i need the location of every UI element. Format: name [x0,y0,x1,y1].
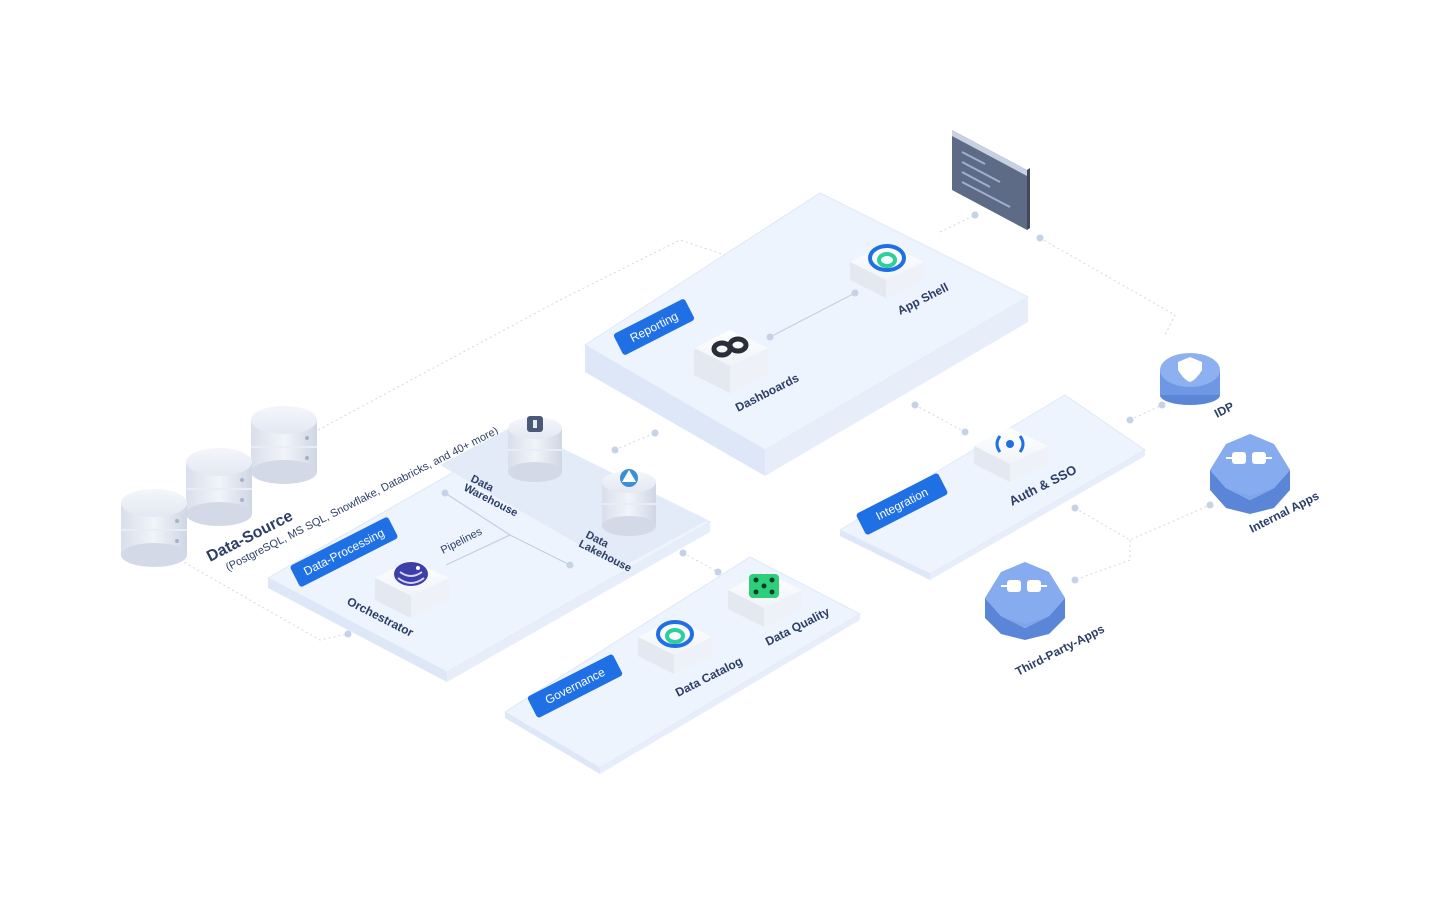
integration-platform [838,394,1146,580]
idp-label: IDP [1212,399,1236,421]
dice-icon [749,574,779,598]
app-shell-node [850,244,924,298]
connector-dashboards-appshell [769,292,856,338]
brackets-dot-icon [995,435,1025,453]
connector-integration-idp [1129,404,1163,421]
shield-icon [1178,357,1202,382]
connector-reporting-integration [914,404,966,433]
data-quality-node [728,572,802,627]
octopus-icon [394,562,428,586]
connector-source-processing [179,559,349,641]
lakehouse-icon [620,469,638,487]
reporting-platform [584,192,1030,476]
infinity-icon [711,336,749,358]
connector-source-reporting [317,239,729,431]
warehouse-icon [527,416,543,432]
internal-apps-node [1210,434,1290,514]
third-party-apps-node [985,562,1065,640]
connector-processing-governance [682,552,719,573]
database-icon [251,406,317,484]
data-source-cylinders [121,406,317,567]
idp-node [1160,353,1220,405]
connector-integration-third [1074,540,1131,581]
database-icon [186,448,252,526]
data-catalog-node [638,619,712,674]
connector-processing-reporting [614,432,656,451]
connector-reporting-terminal [939,214,976,233]
database-icon [121,489,187,567]
connector-pipelines-warehouse [444,492,511,536]
connector-integration-internal [1074,504,1211,541]
data-lakehouse-node [602,469,656,536]
dashboards-node [694,330,768,393]
plug-icon [1001,580,1047,592]
plug-icon [1226,452,1272,464]
data-processing-platform [266,425,712,682]
connector-terminal-right [1039,237,1176,336]
data-warehouse-node [508,416,562,482]
orchestrator-node [375,560,449,618]
ring-icon [656,620,694,648]
ring-icon [868,244,906,272]
auth-sso-node [974,428,1048,482]
terminal-window-icon [952,130,1030,230]
